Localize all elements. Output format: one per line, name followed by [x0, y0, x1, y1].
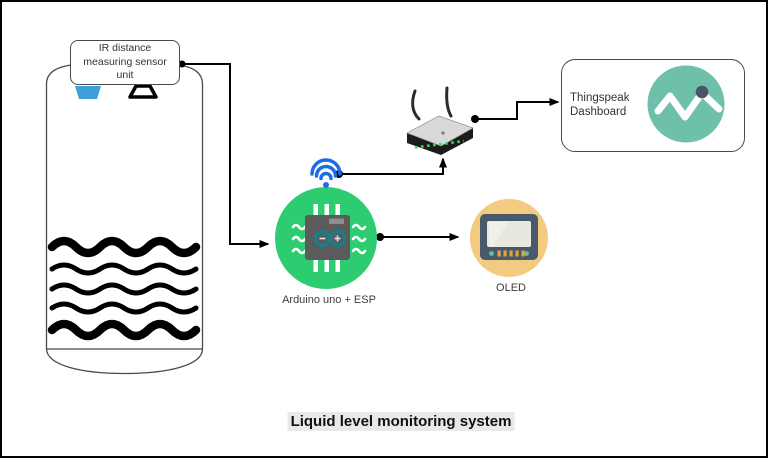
oled-node	[470, 199, 548, 277]
water-waves-icon	[47, 236, 201, 341]
dashboard-box: Thingspeak Dashboard	[561, 59, 745, 152]
connector-router-to-dashboard	[471, 98, 560, 123]
connector-sensor-to-arduino	[178, 60, 270, 248]
connector-arduino-to-oled	[376, 233, 460, 241]
dashboard-label: Thingspeak Dashboard	[570, 91, 630, 119]
connector-wifi-to-router	[335, 157, 447, 178]
connector-dot	[471, 115, 479, 123]
diagram-title: Liquid level monitoring system	[287, 412, 515, 431]
sensor-label: IR distance measuring sensor unit	[83, 42, 167, 82]
oled-display-icon	[480, 214, 538, 260]
sensor-beam-icon	[75, 86, 101, 99]
connector-dot	[178, 60, 186, 68]
chip-notch	[329, 218, 344, 224]
arduino-chip-icon	[291, 204, 367, 272]
tank-icon	[45, 64, 204, 375]
arduino-logo-signs	[319, 235, 341, 242]
dashboard-circle	[647, 65, 725, 143]
chip-body	[305, 215, 350, 260]
chart-dot	[695, 85, 709, 99]
arduino-logo-icon	[314, 230, 346, 247]
line-chart-icon	[647, 65, 725, 143]
connector-dot	[376, 233, 384, 241]
arduino-label: Arduino uno + ESP	[282, 294, 376, 306]
sensor-node: IR distance measuring sensor unit	[70, 40, 180, 85]
router-leds	[414, 139, 465, 149]
sensor-bracket-icon	[128, 84, 158, 99]
arduino-node	[275, 158, 377, 289]
oled-label: OLED	[496, 282, 526, 294]
router-icon	[406, 86, 474, 155]
wifi-icon	[310, 158, 342, 188]
